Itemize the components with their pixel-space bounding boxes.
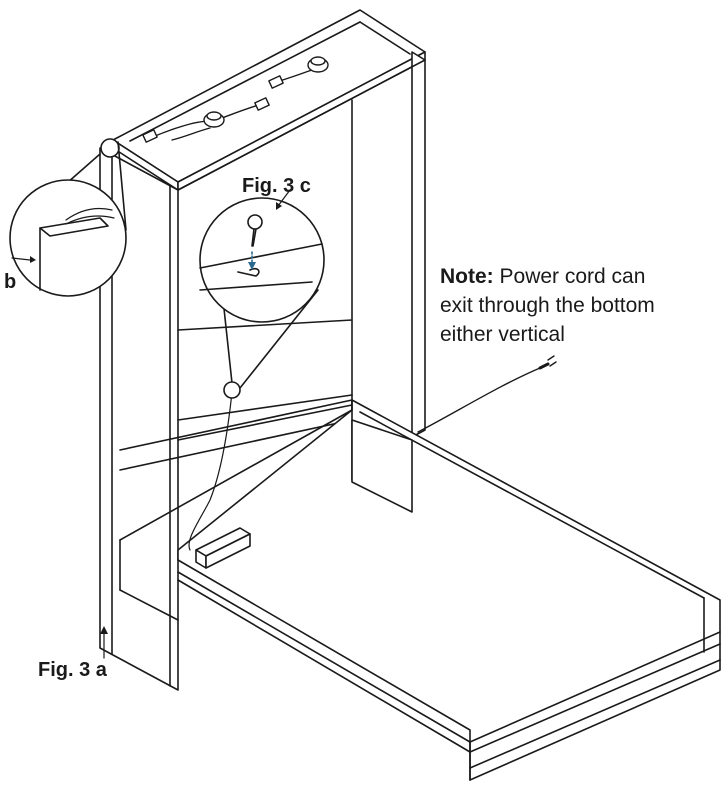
note-line-1-text: Power cord can <box>499 265 646 288</box>
detail-b-callout <box>9 138 127 297</box>
right-side-panel <box>177 51 426 438</box>
internal-cord <box>188 391 233 551</box>
power-cord-exit <box>417 355 557 433</box>
note-line-1: Note: Power cord can <box>440 262 718 291</box>
note-heading: Note: <box>440 265 494 288</box>
back-panel <box>119 99 353 471</box>
fig-3c-label: Fig. 3 c <box>242 175 311 197</box>
fig-3a-label: Fig. 3 a <box>38 659 107 681</box>
note-line-2: exit through the bottom <box>440 294 655 317</box>
fig-3b-label-fragment: b <box>4 271 17 293</box>
note-line-3: either vertical <box>440 323 565 346</box>
power-cord-note: Note: Power cord can exit through the bo… <box>440 262 718 349</box>
detail-c-callout <box>199 189 325 399</box>
cabinet-top-cap <box>112 9 426 191</box>
inner-vertical-strip <box>351 419 413 513</box>
top-wiring <box>142 56 329 143</box>
base-tray <box>119 399 721 781</box>
fig-3a-pointer <box>100 626 108 659</box>
ballast-box <box>195 527 251 569</box>
